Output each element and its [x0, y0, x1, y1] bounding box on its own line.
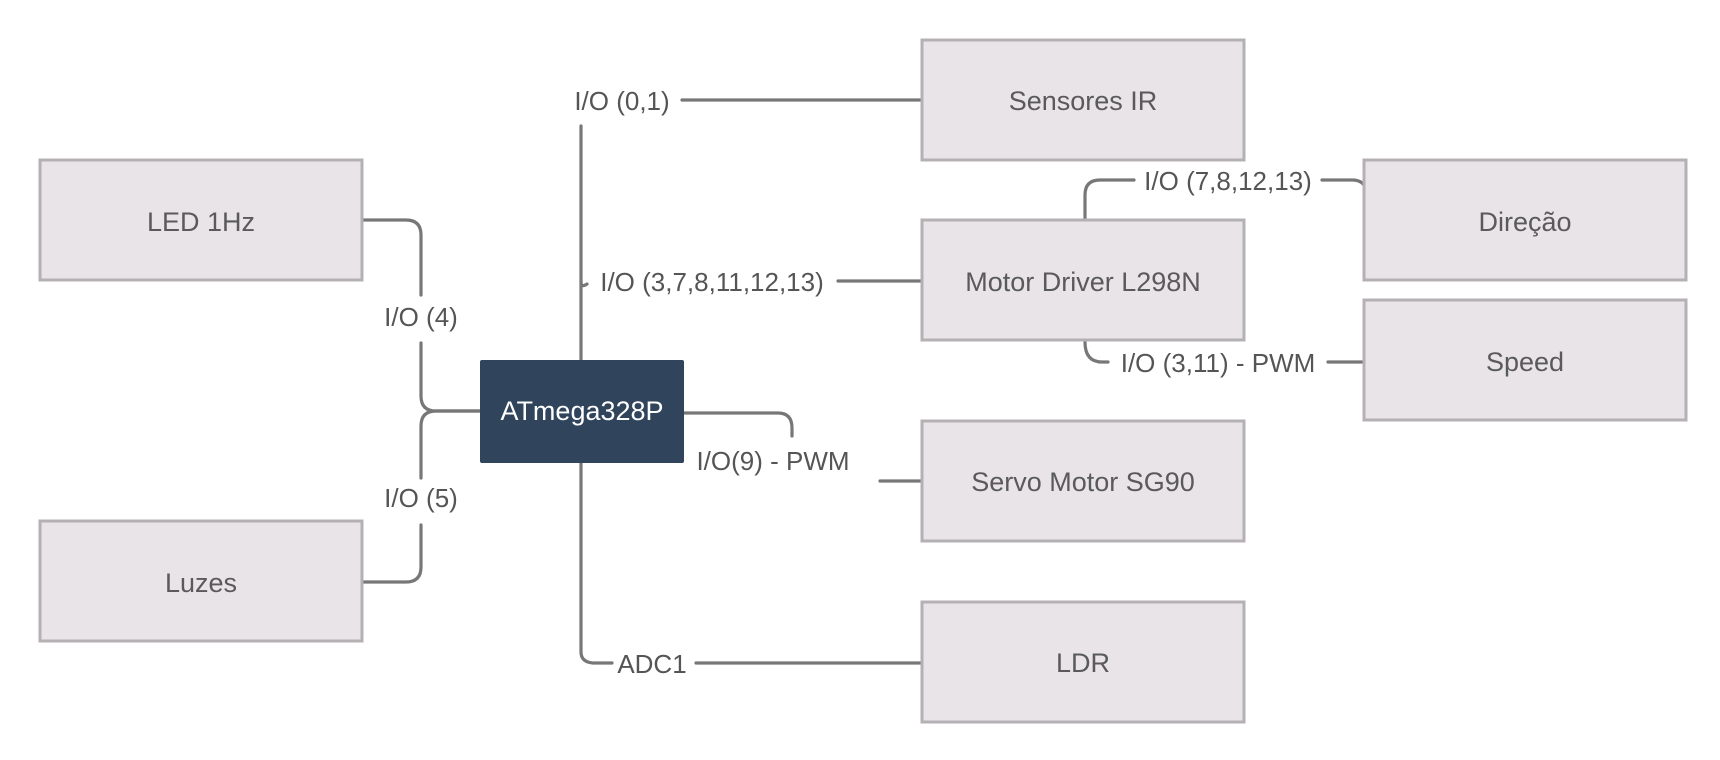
label-speed: I/O (3,11) - PWM [1121, 348, 1316, 378]
label-direcao: I/O (7,8,12,13) [1144, 166, 1312, 196]
label-ldr: ADC1 [617, 649, 686, 679]
block-label: Servo Motor SG90 [971, 467, 1195, 497]
block-led: LED 1Hz [38, 158, 364, 282]
connector-luzes-lower [360, 523, 423, 584]
label-motor-driver: I/O (3,7,8,11,12,13) [600, 267, 824, 297]
hub-atmega328p: ATmega328P [480, 360, 684, 463]
connector-motor-driver [579, 280, 589, 288]
connectors [360, 98, 1368, 665]
block-luzes: Luzes [38, 519, 364, 643]
label-led: I/O (4) [384, 302, 458, 332]
connector-ldr [579, 460, 614, 665]
connector-led [360, 218, 423, 297]
block-servo: Servo Motor SG90 [920, 419, 1246, 543]
block-sensores-ir: Sensores IR [920, 38, 1246, 162]
connector-luzes [419, 409, 482, 480]
block-motor-driver: Motor Driver L298N [920, 218, 1246, 342]
block-ldr: LDR [920, 600, 1246, 724]
block-label: LED 1Hz [147, 207, 255, 237]
connector-direcao-left [1083, 178, 1136, 222]
block-label: LDR [1056, 648, 1110, 678]
block-label: Sensores IR [1009, 86, 1158, 116]
block-label: Speed [1486, 347, 1564, 377]
connection-labels: I/O (0,1) I/O (3,7,8,11,12,13) I/O (7,8,… [384, 86, 1315, 679]
block-label: Motor Driver L298N [965, 267, 1201, 297]
block-direcao: Direção [1362, 158, 1688, 282]
block-label: Direção [1478, 207, 1571, 237]
hub-label: ATmega328P [500, 396, 663, 426]
label-luzes: I/O (5) [384, 483, 458, 513]
block-speed: Speed [1362, 298, 1688, 422]
label-sensores-ir: I/O (0,1) [574, 86, 669, 116]
connector-speed-left [1083, 340, 1110, 364]
label-servo: I/O(9) - PWM [696, 446, 849, 476]
connector-servo [682, 411, 794, 438]
connector-direcao-right [1320, 178, 1368, 192]
connector-led-lower [419, 341, 482, 413]
block-label: Luzes [165, 568, 237, 598]
